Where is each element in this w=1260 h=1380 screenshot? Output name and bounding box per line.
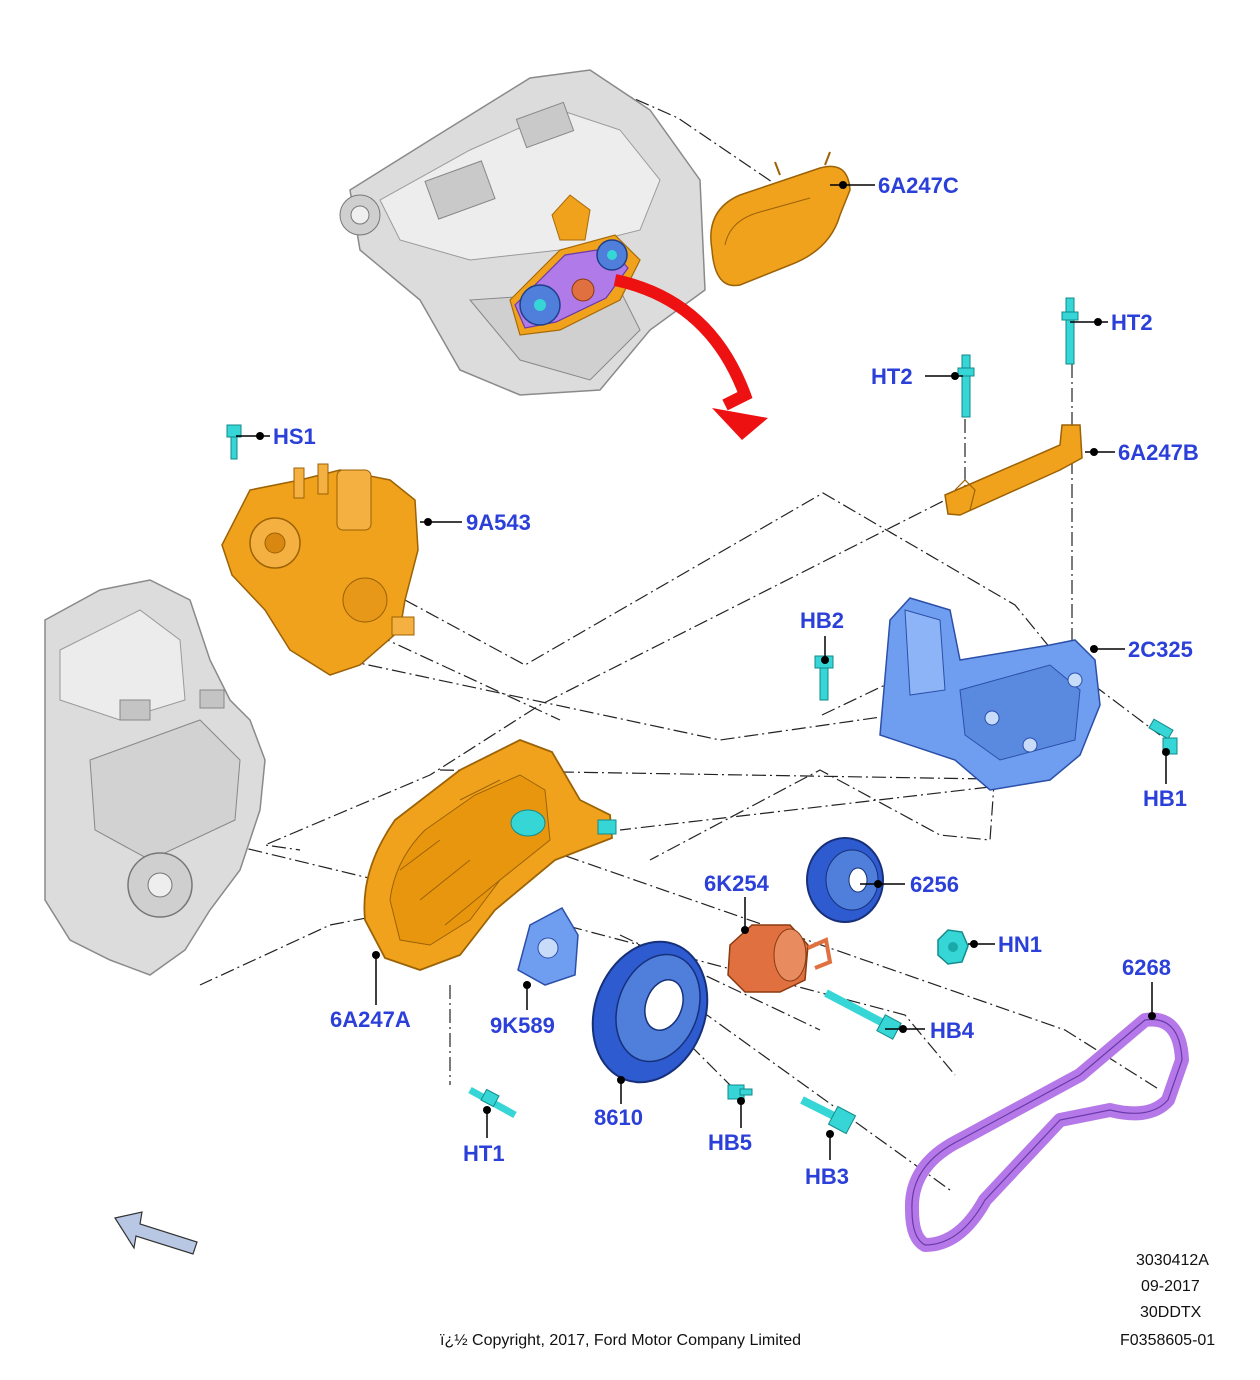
leader-dots: [256, 181, 1170, 1138]
callout-ht2-upper: HT2: [1111, 310, 1153, 335]
callout-hs1: HS1: [273, 424, 316, 449]
part-2c325-illustration: [879, 597, 1101, 791]
part-6268-belt-illustration: [904, 1012, 1189, 1252]
part-6a247b-illustration: [944, 424, 1083, 516]
part-hb4-bolt-illustration: [824, 989, 902, 1040]
callout-hb3: HB3: [805, 1164, 849, 1189]
callout-6256: 6256: [910, 872, 959, 897]
callout-labels: 6A247C HT2 HT2 6A247B HS1 9A543 HB2 2C32…: [273, 173, 1199, 1189]
callout-ht1: HT1: [463, 1141, 505, 1166]
part-hb3-bolt-illustration: [800, 1096, 857, 1135]
callout-9a543: 9A543: [466, 510, 531, 535]
part-6256-illustration: [806, 837, 884, 923]
illustration-number: 3030412A: [1136, 1252, 1209, 1269]
part-hb5-bolt-illustration: [727, 1084, 753, 1100]
part-6a247a-illustration: [363, 739, 617, 971]
callout-6268: 6268: [1122, 955, 1171, 980]
callout-hb2: HB2: [800, 608, 844, 633]
callout-hb4: HB4: [930, 1018, 975, 1043]
callout-6a247b: 6A247B: [1118, 440, 1199, 465]
figure-number: F0358605-01: [1120, 1332, 1216, 1349]
callout-hb5: HB5: [708, 1130, 752, 1155]
part-hb1-bolt-illustration: [1148, 718, 1178, 755]
red-direction-arrow: [613, 274, 768, 440]
engine-top-illustration: [339, 69, 706, 396]
callout-hn1: HN1: [998, 932, 1042, 957]
part-9k589-illustration: [517, 907, 579, 986]
callout-9k589: 9K589: [490, 1013, 555, 1038]
part-6a247c-illustration: [710, 151, 851, 287]
part-9a543-illustration: [221, 463, 419, 676]
view-direction-arrow: [114, 1211, 198, 1255]
part-6k254-illustration: [727, 924, 833, 993]
part-ht1-stud-illustration: [468, 1086, 517, 1119]
part-ht2-stud-illustration: [957, 297, 1079, 418]
engine-block-side-illustration: [44, 579, 266, 976]
diagram-date: 09-2017: [1141, 1278, 1200, 1295]
callout-hb1: HB1: [1143, 786, 1187, 811]
callout-ht2-lower: HT2: [871, 364, 913, 389]
callout-6a247a: 6A247A: [330, 1007, 411, 1032]
callout-8610: 8610: [594, 1105, 643, 1130]
callout-6k254: 6K254: [704, 871, 770, 896]
callout-6a247c: 6A247C: [878, 173, 959, 198]
part-hn1-nut-illustration: [937, 929, 969, 965]
part-hs1-screw-illustration: [226, 424, 242, 460]
part-8610-illustration: [591, 940, 709, 1084]
copyright-notice: ï¿½ Copyright, 2017, Ford Motor Company …: [440, 1332, 802, 1349]
engine-code: 30DDTX: [1140, 1304, 1202, 1321]
callout-2c325: 2C325: [1128, 637, 1193, 662]
